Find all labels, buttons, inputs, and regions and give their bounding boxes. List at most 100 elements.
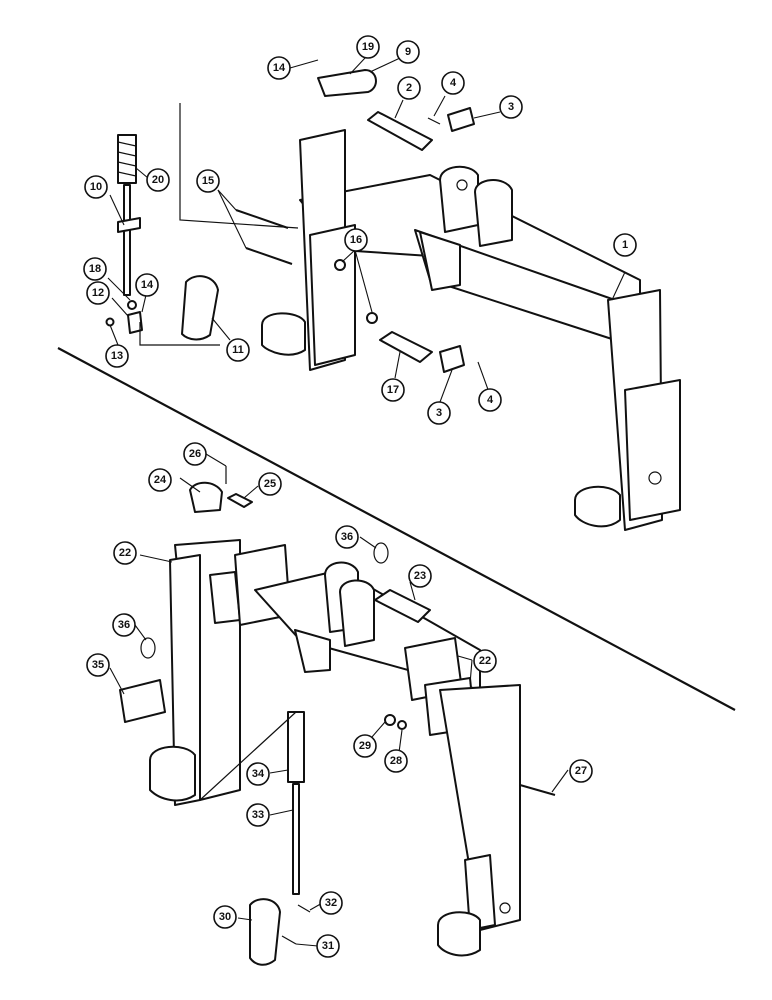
callout-label: 33: [252, 809, 264, 821]
leader-line: [109, 194, 125, 226]
callout-label: 4: [487, 394, 494, 406]
callout-label: 27: [575, 765, 587, 777]
clevis-12: [127, 311, 143, 334]
callout-label: 36: [341, 531, 353, 543]
upper-right-hole: [648, 471, 662, 485]
callout-32: 32: [319, 891, 343, 915]
upper-center-lug-b: [474, 179, 513, 247]
callout-2: 2: [397, 76, 421, 100]
nut-29: [384, 714, 396, 726]
callout-label: 36: [118, 619, 130, 631]
leader-line: [269, 809, 294, 816]
callout-label: 12: [92, 287, 104, 299]
leader-line: [369, 57, 401, 73]
callout-36-left: 36: [112, 613, 136, 637]
pin-23: [374, 589, 431, 623]
callout-label: 32: [325, 897, 337, 909]
spring-34: [287, 711, 305, 783]
callout-label: 14: [141, 279, 154, 291]
leader-line: [269, 769, 289, 774]
callout-18: 18: [83, 257, 107, 281]
lever-24: [189, 481, 223, 513]
pin-17: [379, 331, 433, 363]
rod-10-collar: [117, 217, 141, 233]
callout-label: 22: [119, 547, 131, 559]
leader-line: [109, 667, 125, 695]
callout-27: 27: [569, 759, 593, 783]
leader-line: [211, 317, 231, 341]
callout-25: 25: [258, 472, 282, 496]
callout-label: 14: [273, 62, 286, 74]
latch-11: [181, 275, 219, 341]
callout-3-lower: 3: [427, 401, 451, 425]
leader-line: [217, 189, 237, 211]
callout-4-lower: 4: [478, 388, 502, 412]
callout-30: 30: [213, 905, 237, 929]
washer-28: [397, 720, 407, 730]
callout-16: 16: [344, 228, 368, 252]
leader-line: [179, 477, 201, 493]
callout-23: 23: [408, 564, 432, 588]
leader-line: [295, 943, 319, 947]
leader-line: [289, 59, 319, 69]
callout-12: 12: [86, 281, 110, 305]
upper-hitch-assembly: [105, 69, 681, 531]
latch-30: [249, 898, 281, 966]
lower-center-hook: [294, 629, 331, 673]
callout-label: 18: [89, 263, 101, 275]
callout-label: 23: [414, 570, 426, 582]
leader-line: [141, 294, 147, 313]
lower-right-hook: [437, 911, 481, 957]
callout-label: 25: [264, 478, 276, 490]
callout-label: 15: [202, 175, 214, 187]
callout-label: 17: [387, 384, 399, 396]
callout-17: 17: [381, 378, 405, 402]
upper-center-hook: [419, 231, 461, 291]
leader-line: [469, 659, 473, 685]
leader-line: [134, 624, 147, 641]
callout-19: 19: [356, 35, 380, 59]
spring-20-coil: [117, 171, 137, 177]
callout-34: 34: [246, 762, 270, 786]
callout-14-lower: 14: [135, 273, 159, 297]
ring-36-center: [373, 542, 389, 564]
guide-line-b: [139, 322, 220, 346]
upper-left-hook: [261, 312, 306, 356]
washer-18: [127, 300, 137, 310]
lower-right-upright: [439, 684, 521, 931]
upper-center-lug-a: [439, 165, 479, 233]
guide-line-a: [179, 103, 299, 229]
callout-20: 20: [146, 168, 170, 192]
callout-11: 11: [226, 338, 250, 362]
plate-3-lower: [439, 345, 465, 373]
upper-lug-hole: [456, 179, 468, 191]
spring-20: [117, 134, 137, 184]
callout-label: 31: [322, 940, 334, 952]
bolt-27: [519, 784, 556, 796]
lower-center-lug-b: [339, 579, 375, 647]
rod-10: [123, 184, 131, 296]
callout-22-left: 22: [113, 541, 137, 565]
bolt-13: [105, 317, 115, 327]
callout-label: 1: [622, 239, 628, 251]
leader-line: [109, 324, 119, 346]
lower-right-hole: [499, 902, 511, 914]
callout-24: 24: [148, 468, 172, 492]
leader-line: [341, 249, 356, 263]
pin-32: [297, 904, 311, 913]
callout-label: 24: [154, 474, 167, 486]
pin-25: [227, 493, 253, 508]
callout-label: 11: [232, 344, 244, 356]
leader-line: [243, 485, 259, 499]
spring-20-coil: [117, 141, 137, 147]
callout-label: 20: [152, 174, 164, 186]
pin-2: [367, 111, 433, 151]
leader-line: [354, 249, 373, 313]
leader-line: [139, 554, 173, 563]
callout-label: 30: [219, 911, 231, 923]
lower-hitch-assembly: [119, 466, 556, 966]
callout-label: 4: [450, 77, 457, 89]
callout-3-top: 3: [499, 95, 523, 119]
